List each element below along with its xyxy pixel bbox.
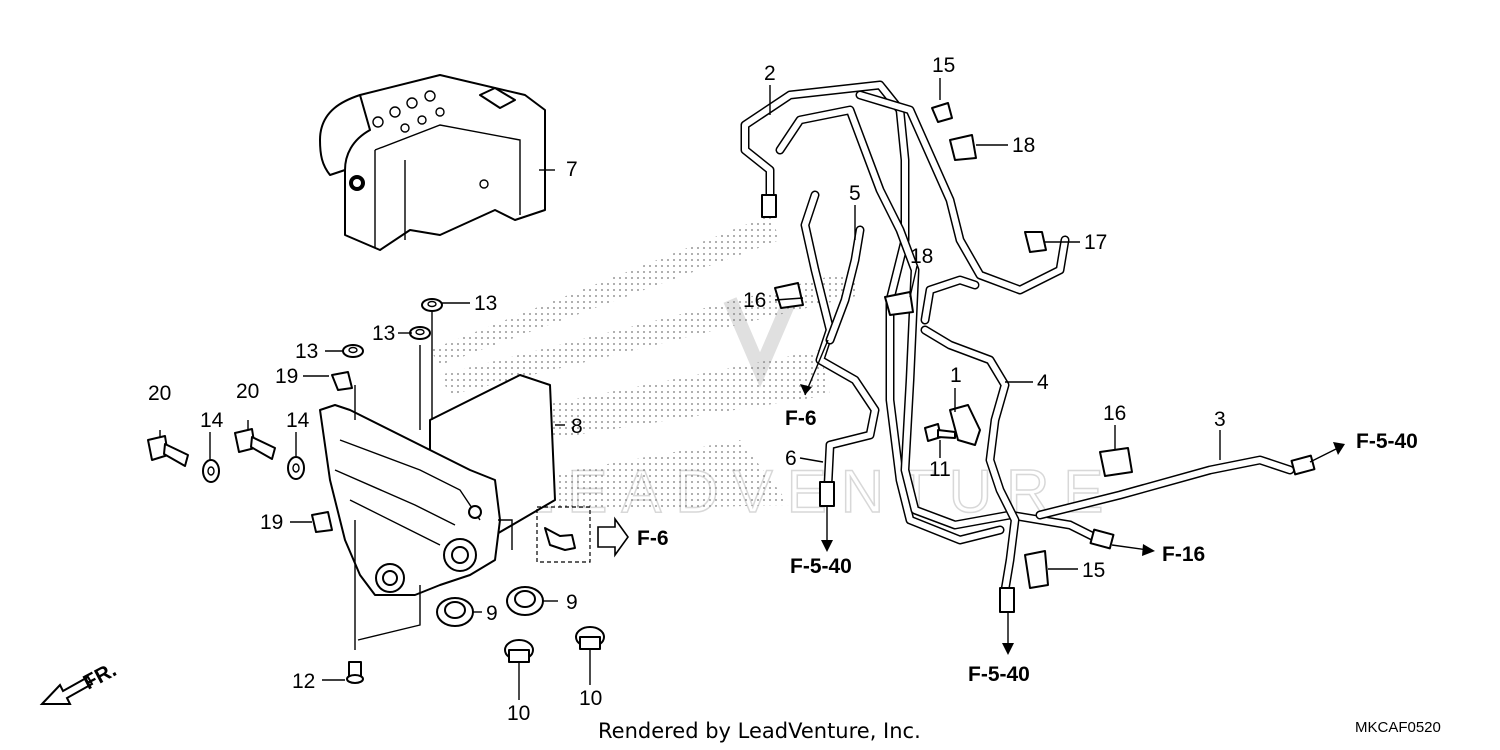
bolt-20-left[interactable] [147,435,189,467]
callout-14-left: 14 [200,409,224,432]
callout-11: 11 [929,458,951,481]
ref-f6-left: F-6 [637,527,669,550]
callout-13-left: 13 [295,340,318,363]
callout-3: 3 [1214,408,1226,431]
callout-19-lower: 19 [260,511,283,534]
callout-19-upper: 19 [275,365,298,388]
washer-14-left[interactable] [202,459,220,483]
credit-text: Rendered by LeadVenture, Inc. [598,719,921,743]
reference-labels: F-6 F-6 F-5-40 F-5-40 F-5-40 F-16 [637,407,1418,686]
clamp-18-top[interactable] [949,134,977,161]
grommet-9-right[interactable] [506,586,544,616]
callout-18-top: 18 [1012,134,1035,157]
callout-13-mid: 13 [372,322,395,345]
callout-1: 1 [950,364,962,387]
callout-10-left: 10 [507,702,530,725]
callout-4: 4 [1037,371,1049,394]
bolt-20-right[interactable] [234,428,276,460]
clip-19-upper[interactable] [331,371,353,391]
callout-10-right: 10 [579,687,602,710]
callout-17: 17 [1084,231,1107,254]
clip-16-right[interactable] [1099,447,1133,477]
modulator-bracket[interactable] [319,374,556,596]
washer-14-right[interactable] [287,456,305,480]
brake-pipes[interactable] [740,80,1316,613]
collar-13-mid[interactable] [409,326,431,340]
front-direction-label: FR. [80,658,121,694]
clip-17[interactable] [1024,231,1047,253]
bracket-1[interactable] [949,404,981,446]
collar-10-left[interactable] [504,639,534,663]
callout-numbers: 7 8 13 13 13 19 19 20 20 14 14 9 9 10 10… [148,54,1226,725]
ref-f540-bottom: F-5-40 [968,663,1030,686]
collar-13-left[interactable] [342,344,364,358]
callout-9-left: 9 [486,602,498,625]
callout-18-mid: 18 [910,245,933,268]
callout-20-right: 20 [236,380,259,403]
callout-16-right: 16 [1103,402,1126,425]
bolt-12[interactable] [346,661,364,684]
callout-8: 8 [571,415,583,438]
ref-f6-pipe: F-6 [785,407,817,430]
callout-20-left: 20 [148,382,171,405]
clamp-18-mid[interactable] [884,291,914,316]
clip-16-left[interactable] [774,282,804,309]
callout-12: 12 [292,670,315,693]
ref-f16: F-16 [1162,543,1205,566]
clip-15-top[interactable] [931,102,953,123]
callout-leaders [159,78,1221,700]
front-direction-indicator: FR. [39,658,121,705]
callout-13-top: 13 [474,292,497,315]
bolt-11[interactable] [924,423,956,442]
callout-6: 6 [785,447,797,470]
callout-7: 7 [566,158,578,181]
reference-arrows [597,339,1345,655]
callout-16-left: 16 [743,289,766,312]
callout-9-right: 9 [566,591,578,614]
bolt-detail-box [536,506,591,563]
collar-10-right[interactable] [575,626,605,650]
abs-modulator[interactable] [319,74,546,251]
collar-13-top[interactable] [421,298,443,312]
callout-2: 2 [764,62,776,85]
grommet-9-left[interactable] [436,597,474,627]
ref-f540-right: F-5-40 [1356,430,1418,453]
callout-15-top: 15 [932,54,955,77]
callout-14-right: 14 [286,409,310,432]
clip-19-lower[interactable] [311,511,333,533]
diagram-code: MKCAF0520 [1355,719,1441,736]
ref-f540-left: F-5-40 [790,555,852,578]
callout-5: 5 [849,182,861,205]
clip-15-bottom[interactable] [1024,550,1049,589]
callout-15-bottom: 15 [1082,559,1105,582]
